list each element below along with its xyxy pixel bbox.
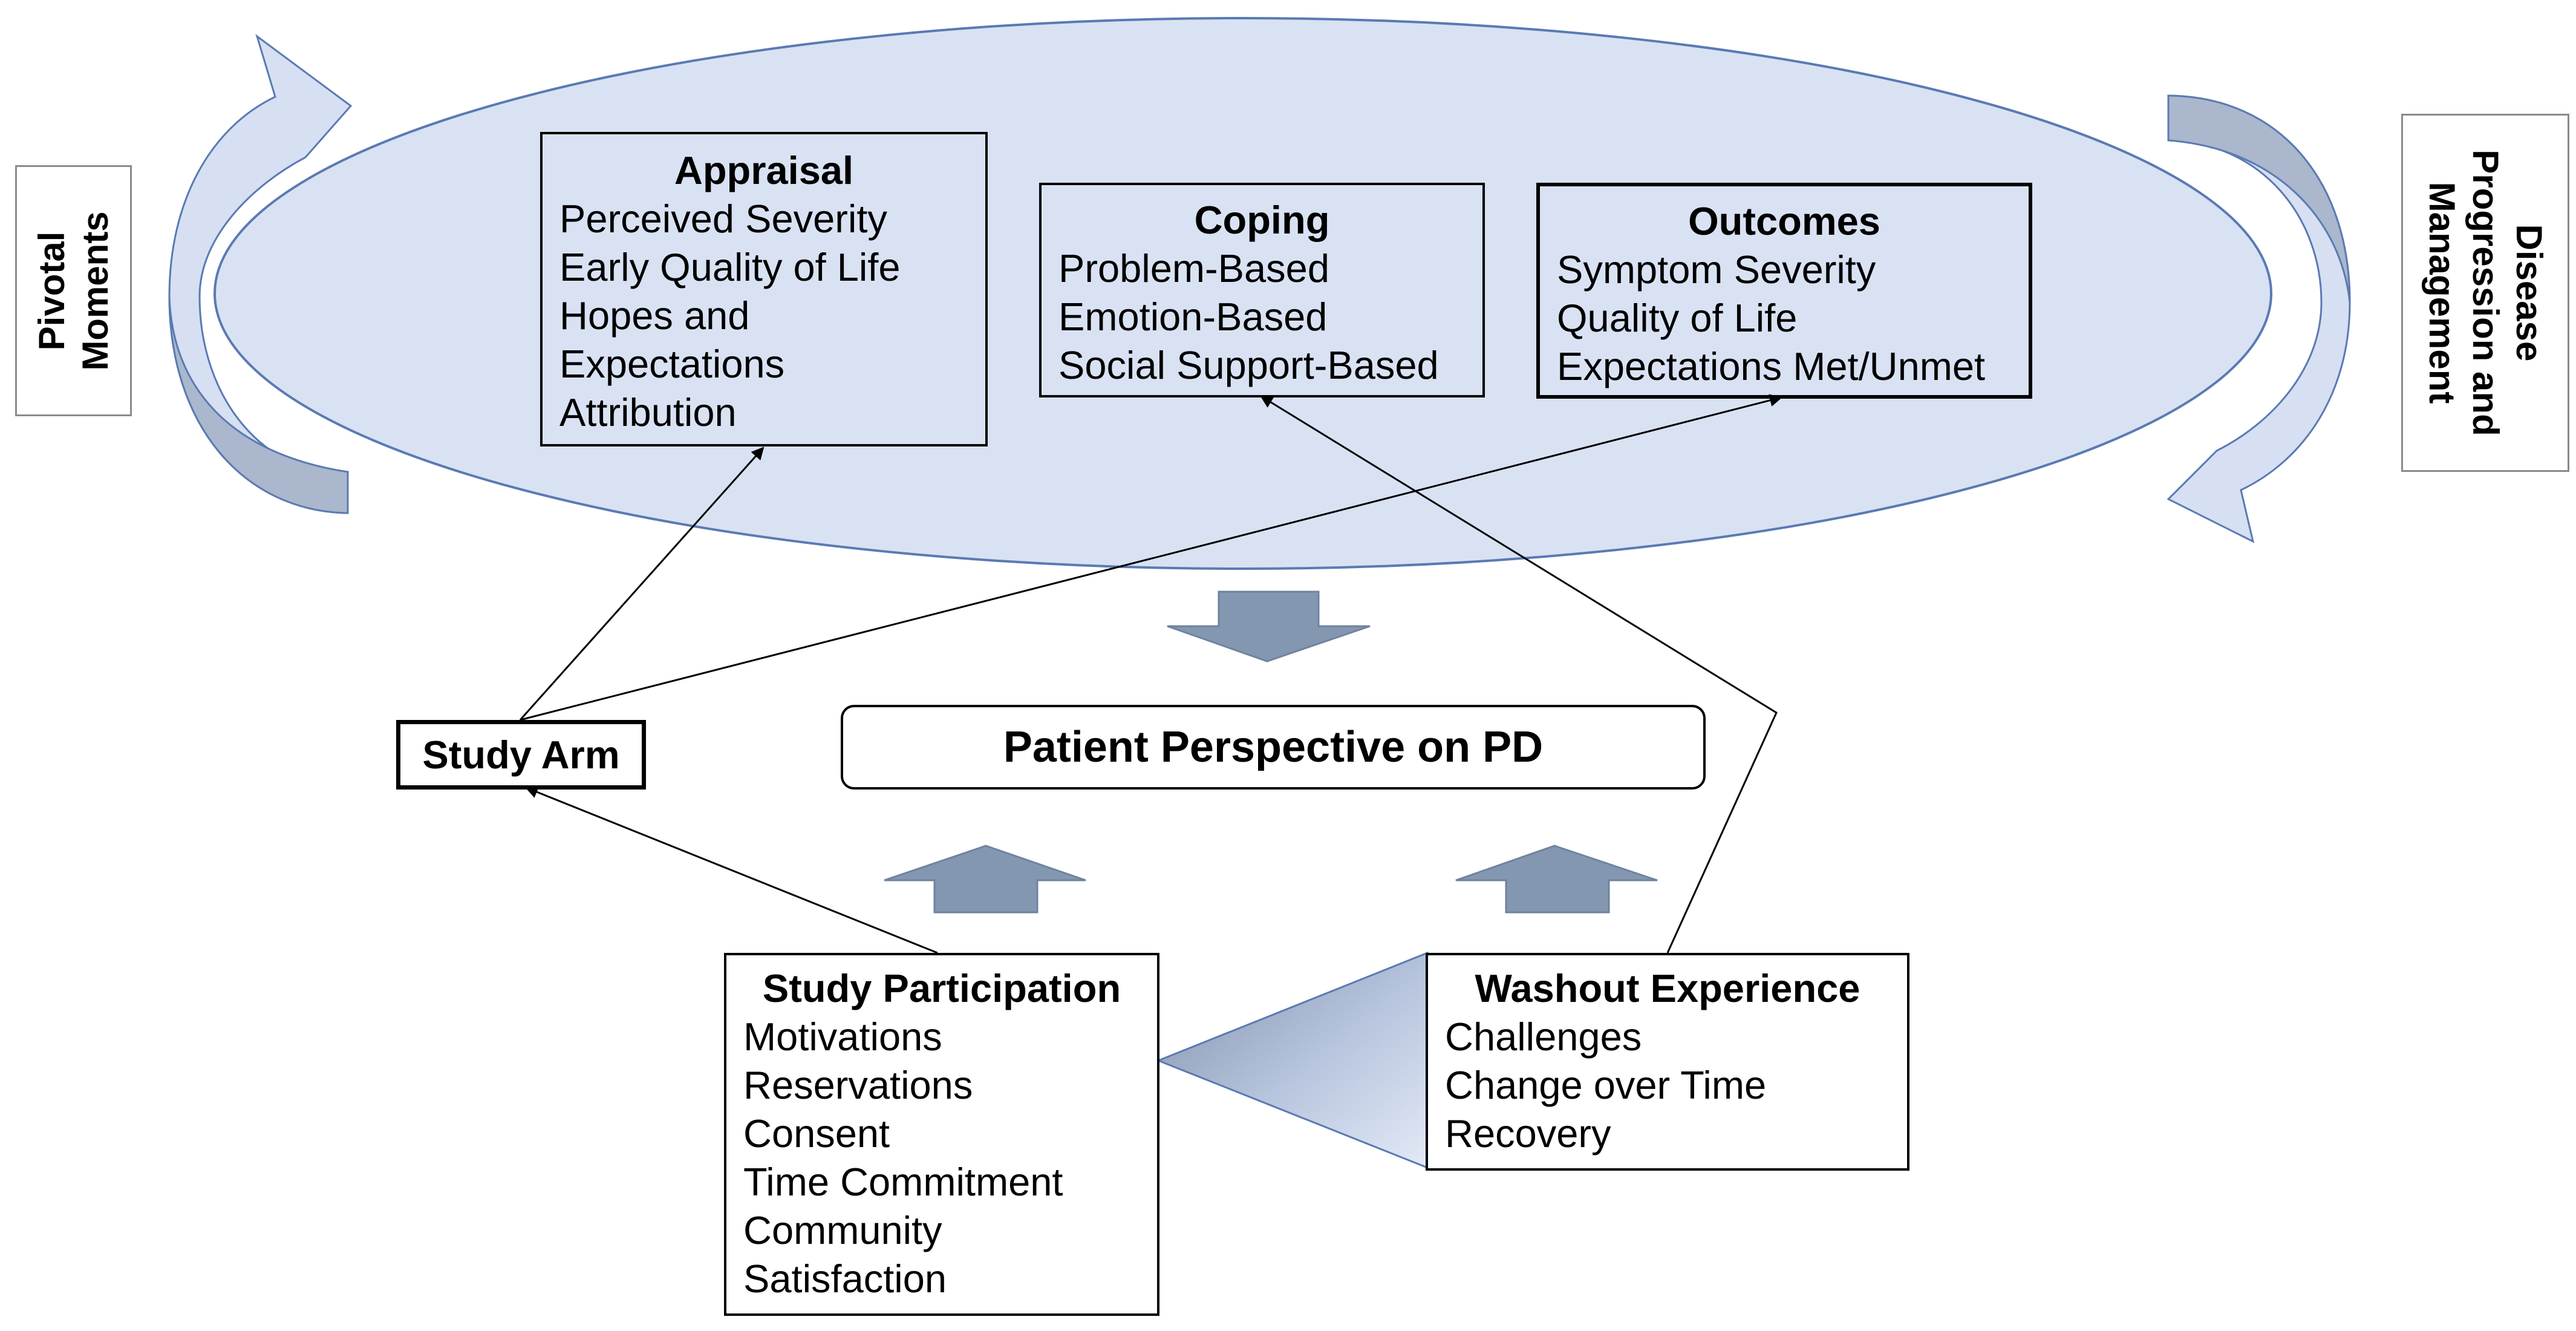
connector-studyarm-outcomes [520, 394, 1783, 721]
outcomes-item: Symptom Severity [1557, 247, 1876, 292]
appraisal-box: Appraisal Perceived Severity Early Quali… [540, 132, 988, 446]
appraisal-item: Attribution [559, 390, 737, 434]
outcomes-item: Expectations Met/Unmet [1557, 344, 1986, 388]
coping-box: Coping Problem-Based Emotion-Based Socia… [1039, 183, 1485, 397]
coping-item: Emotion-Based [1058, 295, 1328, 339]
study-arm-label: Study Arm [422, 732, 620, 777]
process-ellipse [214, 17, 2272, 570]
disease-progression-label: Disease Progression and Management [2401, 114, 2569, 472]
coping-item: Social Support-Based [1058, 343, 1439, 387]
appraisal-item: Expectations [559, 342, 785, 386]
study-arm-box: Study Arm [396, 720, 646, 790]
appraisal-item: Early Quality of Life [559, 245, 901, 289]
washout-experience-box: Washout Experience Challenges Change ove… [1426, 953, 1909, 1171]
study-participation-item: Community [743, 1208, 942, 1252]
appraisal-item: Hopes and [559, 293, 750, 338]
connector-wedge [1155, 951, 1429, 1169]
appraisal-item: Perceived Severity [559, 197, 887, 241]
disease-progression-line1: Disease [2509, 224, 2549, 362]
study-participation-item: Motivations [743, 1015, 942, 1059]
connector-washout-coping [1260, 395, 1778, 953]
patient-perspective-label: Patient Perspective on PD [1003, 723, 1544, 771]
curved-arrow-down-icon [2167, 94, 2351, 543]
washout-experience-item: Change over Time [1445, 1063, 1767, 1107]
disease-progression-line2: Progression and [2465, 149, 2506, 436]
washout-experience-title: Washout Experience [1475, 966, 1860, 1010]
patient-perspective-box: Patient Perspective on PD [841, 705, 1706, 790]
connector-participation-studyarm [525, 786, 938, 954]
study-participation-item: Consent [743, 1111, 890, 1156]
pivotal-moments-label: Pivotal Moments [15, 165, 132, 416]
outcomes-title: Outcomes [1688, 199, 1880, 243]
coping-item: Problem-Based [1058, 246, 1329, 290]
pivotal-moments-line2: Moments [74, 211, 116, 371]
connector-studyarm-appraisal [519, 446, 765, 721]
outcomes-item: Quality of Life [1557, 296, 1798, 340]
coping-title: Coping [1194, 198, 1330, 242]
disease-progression-line3: Management [2422, 182, 2462, 404]
appraisal-title: Appraisal [674, 148, 854, 192]
block-arrow-up-left-icon [884, 845, 1086, 914]
washout-experience-item: Recovery [1445, 1111, 1611, 1156]
study-participation-item: Time Commitment [743, 1160, 1063, 1204]
block-arrow-down-icon [1167, 590, 1371, 662]
pivotal-moments-line1: Pivotal [31, 231, 72, 350]
block-arrow-up-right-icon [1455, 845, 1658, 914]
study-participation-item: Reservations [743, 1063, 973, 1107]
outcomes-box: Outcomes Symptom Severity Quality of Lif… [1536, 183, 2032, 399]
study-participation-box: Study Participation Motivations Reservat… [724, 953, 1159, 1316]
curved-arrow-up-icon [168, 34, 353, 514]
study-participation-title: Study Participation [762, 966, 1121, 1010]
study-participation-item: Satisfaction [743, 1257, 947, 1301]
washout-experience-item: Challenges [1445, 1015, 1642, 1059]
